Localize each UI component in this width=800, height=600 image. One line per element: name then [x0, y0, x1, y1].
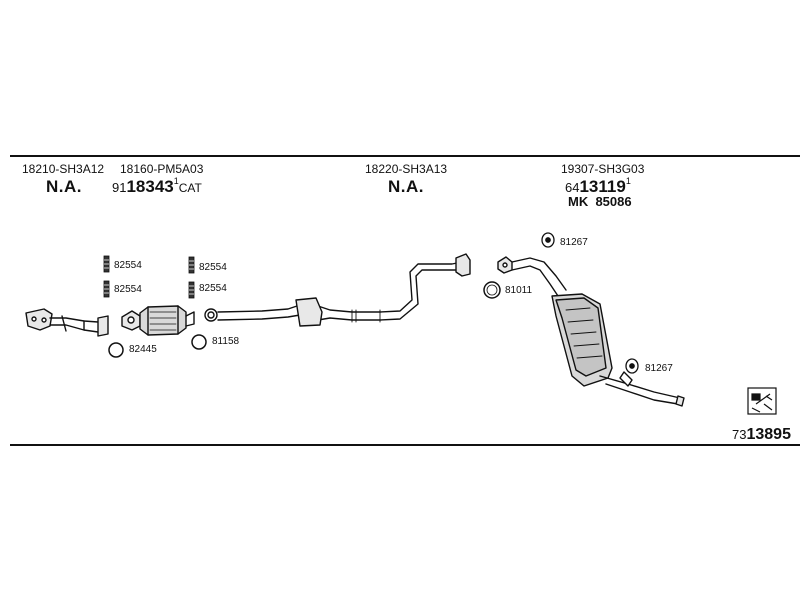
status-col1: N.A. — [46, 177, 82, 196]
oe-number-col1: 18210-SH3A12 — [22, 162, 105, 176]
flange-gasket-drawing — [204, 308, 218, 322]
part-label: 81267 — [645, 363, 673, 374]
diagram-reference-number: 7313895 — [732, 427, 791, 443]
catalytic-converter-drawing — [121, 305, 195, 336]
part-label: 82554 — [199, 283, 227, 294]
part-label: 82554 — [199, 262, 227, 273]
part-label: 82554 — [114, 284, 142, 295]
top-rule — [10, 155, 800, 157]
part-prefix: 91 — [112, 180, 127, 195]
part-main: 13119 — [579, 177, 626, 196]
part-label: 82445 — [129, 344, 157, 355]
part-label: 82554 — [114, 260, 142, 271]
part-prefix: 64 — [565, 180, 580, 195]
oe-number-col3: 18220-SH3A13 — [365, 162, 448, 176]
front-pipe-drawing — [25, 308, 109, 337]
reference-main: 13895 — [746, 426, 791, 443]
part-superscript: 1 — [173, 176, 179, 186]
middle-pipe-drawing — [217, 253, 471, 327]
status-col3: N.A. — [388, 177, 424, 196]
bottom-rule — [10, 444, 800, 446]
part-number-col4: 64131191 — [565, 176, 631, 196]
part-number-col2: 91183431CAT — [112, 176, 202, 196]
part-main: 18343 — [126, 177, 174, 196]
document-icon — [747, 387, 777, 415]
part-label: 81267 — [560, 237, 588, 248]
mounting-kit-number: MK 85086 — [568, 195, 632, 208]
part-label: 81011 — [505, 285, 533, 296]
gasket-ring-icon — [108, 281, 501, 358]
part-superscript: 1 — [625, 176, 631, 186]
mounting-kit-prefix: MK — [568, 194, 589, 209]
rear-silencer-drawing — [497, 256, 685, 407]
part-label: 81158 — [212, 336, 240, 347]
mounting-kit-main: 85086 — [595, 194, 632, 209]
oe-number-col4: 19307-SH3G03 — [561, 162, 645, 176]
reference-prefix: 73 — [732, 427, 747, 442]
part-suffix: CAT — [178, 181, 202, 195]
oe-number-col2: 18160-PM5A03 — [120, 162, 204, 176]
rubber-mount-icon — [541, 232, 639, 374]
